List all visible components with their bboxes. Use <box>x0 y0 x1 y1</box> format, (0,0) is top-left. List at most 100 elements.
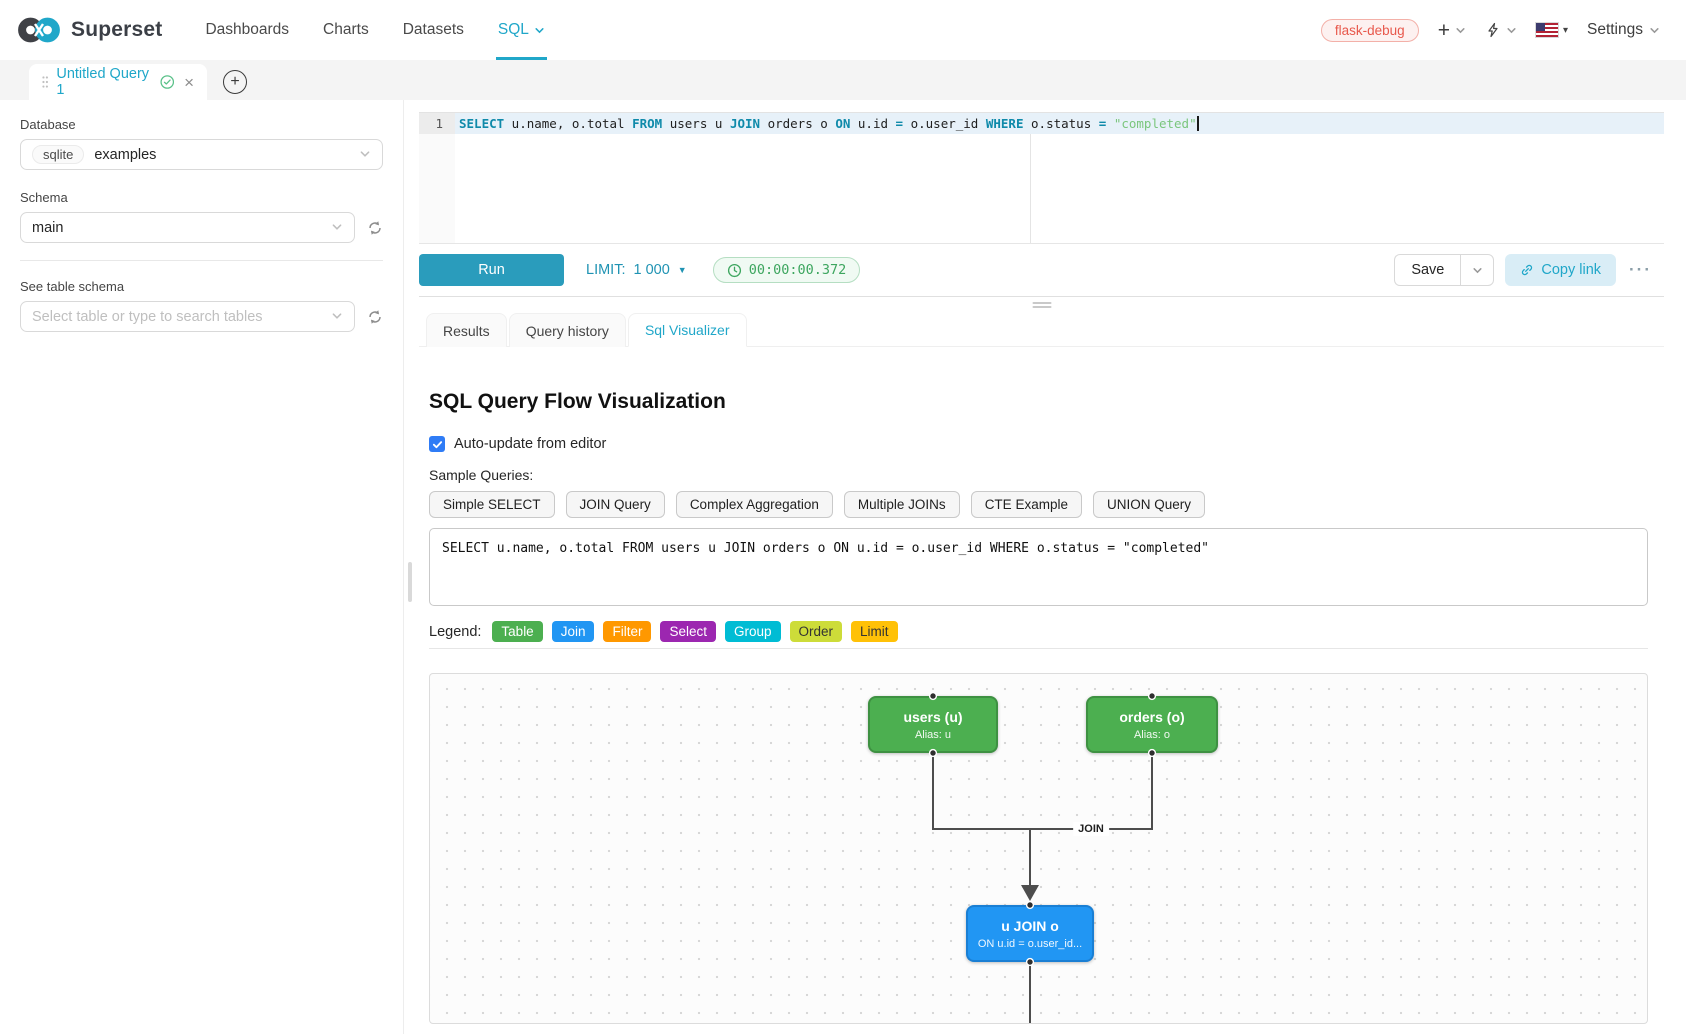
main-nav: Dashboards Charts Datasets SQL <box>188 0 561 60</box>
sql-token-id <box>1106 116 1114 131</box>
sql-token-op: = <box>1098 116 1107 131</box>
legend-item-group: Group <box>725 621 781 642</box>
new-item-button[interactable]: + <box>1438 20 1466 41</box>
sql-lab-shortcut-button[interactable] <box>1485 22 1517 38</box>
auto-update-label: Auto-update from editor <box>454 436 607 452</box>
link-icon <box>1522 264 1533 276</box>
legend-item-join: Join <box>551 621 595 642</box>
chevron-down-icon <box>1649 25 1660 36</box>
schema-value: main <box>32 219 64 236</box>
sql-visualizer-panel: SQL Query Flow Visualization Auto-update… <box>419 347 1664 1024</box>
sidebar-resizer[interactable] <box>403 100 419 1034</box>
node-title: users (u) <box>903 708 963 725</box>
text-cursor <box>1196 116 1199 131</box>
chevron-down-icon <box>359 147 371 163</box>
timer-value: 00:00:00.372 <box>748 262 847 278</box>
database-select[interactable]: sqlite examples <box>20 139 383 170</box>
refresh-tables-icon[interactable] <box>367 309 383 325</box>
app-header: Superset Dashboards Charts Datasets SQL fla… <box>0 0 1686 60</box>
chevron-down-icon <box>331 309 343 325</box>
clock-icon <box>727 263 741 277</box>
lightning-icon <box>1488 22 1498 38</box>
sample-query-button-cte-example[interactable]: CTE Example <box>970 491 1082 518</box>
node-title: orders (o) <box>1119 708 1185 725</box>
sample-query-buttons: Simple SELECT JOIN Query Complex Aggregati… <box>429 491 1648 518</box>
language-picker[interactable]: ▾ <box>1534 22 1568 38</box>
nav-item-dashboards[interactable]: Dashboards <box>205 21 290 38</box>
sidebar-resizer-handle[interactable] <box>408 562 412 602</box>
sqllab-sidebar: Database sqlite examples Schema main <box>0 100 403 1034</box>
sample-query-button-join-query[interactable]: JOIN Query <box>565 491 665 518</box>
sidebar-divider <box>20 260 383 261</box>
divider <box>429 648 1648 649</box>
sample-query-button-multiple-joins[interactable]: Multiple JOINs <box>843 491 960 518</box>
sample-query-button-simple-select[interactable]: Simple SELECT <box>429 491 555 518</box>
schema-select[interactable]: main <box>20 212 355 243</box>
legend-label: Legend: <box>429 623 482 640</box>
copy-link-label: Copy link <box>1541 262 1602 278</box>
superset-logo[interactable]: Superset <box>16 15 162 45</box>
code-line: SELECT u.name, o.total FROM users u JOIN… <box>455 113 1664 134</box>
copy-link-button[interactable]: Copy link <box>1505 254 1617 286</box>
flow-node-users[interactable]: users (u)Alias: u <box>868 696 998 753</box>
pane-resize-handle[interactable] <box>1032 300 1051 310</box>
sql-token-id: orders o <box>760 116 836 131</box>
save-options-caret[interactable] <box>1460 254 1495 286</box>
database-value: examples <box>94 146 157 163</box>
tab-sql-visualizer[interactable]: Sql Visualizer <box>627 313 747 347</box>
node-title: u JOIN o <box>1001 917 1059 934</box>
nav-item-sql[interactable]: SQL <box>481 0 562 60</box>
table-schema-label: See table schema <box>20 279 125 294</box>
environment-tag: flask-debug <box>1320 18 1419 42</box>
sql-token-id: u.name, o.total <box>504 116 633 131</box>
legend-item-table: Table <box>492 621 543 642</box>
sql-token-kw: FROM <box>632 116 663 131</box>
page-title: SQL Query Flow Visualization <box>429 390 726 413</box>
settings-label: Settings <box>1586 21 1643 38</box>
query-tab-untitled-query-1[interactable]: Untitled Query 1 × <box>29 64 207 100</box>
save-button[interactable]: Save <box>1394 254 1461 286</box>
sql-token-kw: WHERE <box>985 116 1024 131</box>
join-edge-label: JOIN <box>1073 822 1109 836</box>
tab-results[interactable]: Results <box>426 313 507 347</box>
brand-name: Superset <box>71 18 163 41</box>
sql-token-id: u.id <box>850 116 896 131</box>
limit-dropdown[interactable]: LIMIT: 1 000 ▼ <box>586 262 687 278</box>
drag-dots-icon[interactable] <box>42 75 48 89</box>
sql-token-kw: SELECT <box>459 116 505 131</box>
sql-editor[interactable]: 1 SELECT u.name, o.total FROM users u JO… <box>419 112 1664 244</box>
more-actions-button[interactable]: ··· <box>1629 260 1652 279</box>
table-select[interactable]: Select table or type to search tables <box>20 301 355 332</box>
sql-token-kw: JOIN <box>729 116 761 131</box>
refresh-schemas-icon[interactable] <box>367 220 383 236</box>
print-margin-line <box>1030 113 1031 243</box>
sample-query-button-union-query[interactable]: UNION Query <box>1092 491 1205 518</box>
nav-item-charts[interactable]: Charts <box>323 21 369 38</box>
query-text-input[interactable]: SELECT u.name, o.total FROM users u JOIN… <box>429 528 1648 606</box>
edge-layer <box>928 691 1157 1023</box>
run-button[interactable]: Run <box>419 254 564 286</box>
node-subtitle: ON u.id = o.user_id... <box>977 937 1083 950</box>
superset-infinity-icon <box>18 17 60 43</box>
sql-token-kw: ON <box>835 116 851 131</box>
auto-update-checkbox[interactable] <box>429 436 445 452</box>
settings-menu[interactable]: Settings <box>1587 21 1660 39</box>
flow-node-join[interactable]: u JOIN o ON u.id = o.user_id... <box>966 905 1094 962</box>
limit-value: 1 000 <box>633 262 670 278</box>
caret-down-icon: ▼ <box>677 265 687 275</box>
tab-query-history[interactable]: Query history <box>508 313 626 347</box>
sql-token-op: = <box>895 116 904 131</box>
flow-canvas[interactable]: users (u)Alias: u orders (o)Alias: o u JOI… <box>429 673 1648 1024</box>
sample-query-button-complex-aggregation[interactable]: Complex Aggregation <box>675 491 833 518</box>
flow-node-orders[interactable]: orders (o)Alias: o <box>1086 696 1218 753</box>
nav-item-datasets[interactable]: Datasets <box>402 21 464 38</box>
schema-label: Schema <box>20 190 68 205</box>
legend-item-limit: Limit <box>851 621 898 642</box>
sample-queries-label: Sample Queries: <box>429 467 534 483</box>
close-tab-icon[interactable]: × <box>184 72 194 92</box>
query-tab-title: Untitled Query 1 <box>56 66 150 98</box>
new-query-tab-button[interactable]: + <box>223 70 247 94</box>
query-timer: 00:00:00.372 <box>712 257 861 283</box>
